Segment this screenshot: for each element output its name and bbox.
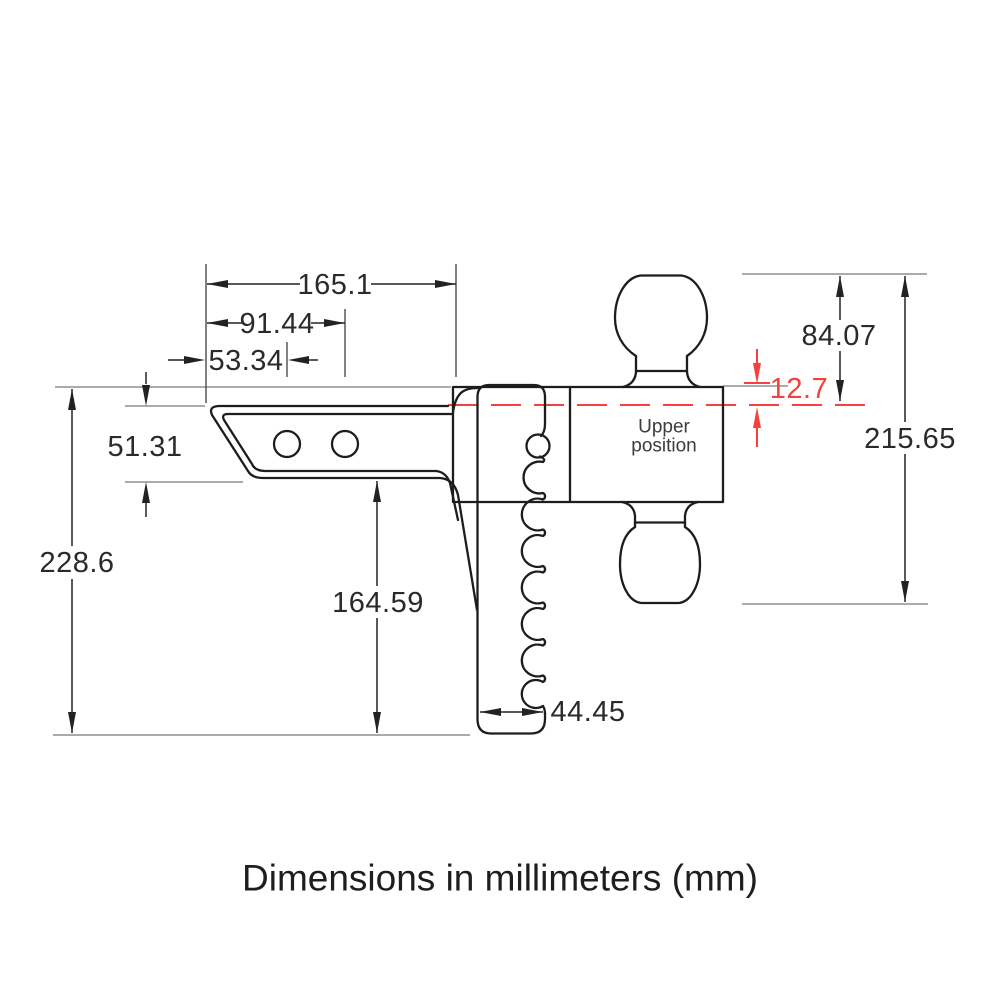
- bottom-ball: [618, 525, 702, 605]
- arrow-overall-bottom: [68, 712, 76, 733]
- hitch-part-outlines: [209, 274, 725, 735]
- label-shank-width: 44.45: [550, 696, 625, 728]
- label-arm-height: 51.31: [107, 431, 182, 463]
- label-backgrounds: [45, 271, 951, 618]
- arrow-drop-top: [373, 481, 381, 502]
- arrow-hole-near-right: [288, 356, 309, 364]
- label-ref-offset: 12.7: [770, 373, 828, 405]
- arrow-arm-height-bottom: [142, 482, 150, 503]
- bg-overall-height: [45, 546, 109, 579]
- bg-ball-to-ref: [806, 320, 873, 351]
- pin-hole-far: [330, 429, 360, 459]
- label-arm-length: 165.1: [297, 269, 372, 301]
- bottom-ball-flare-left: [620, 500, 637, 529]
- extension-lines: [53, 264, 928, 736]
- serrated-edge: [520, 455, 547, 716]
- arrow-overall-top: [68, 389, 76, 410]
- dimension-lines: [68, 276, 909, 733]
- label-hole-near: 53.34: [208, 345, 283, 377]
- ref-offset-upper-arrow: [753, 363, 761, 384]
- shank-bottom: [476, 711, 547, 735]
- top-ball: [613, 274, 709, 358]
- arrow-ball-ref-bottom: [836, 380, 844, 401]
- head-block-fillet: [451, 386, 480, 414]
- ref-offset-lower-arrow: [753, 407, 761, 428]
- arrow-shank-right: [522, 708, 543, 716]
- arrow-ball-span-bottom: [901, 581, 909, 602]
- pin-hole-near: [272, 429, 302, 459]
- dimension-labels: 165.1 91.44 53.34 51.31 228.6 164.59 44.…: [39, 269, 955, 728]
- label-ball-span: 215.65: [864, 423, 956, 455]
- top-ball-flare-right: [685, 354, 702, 389]
- arrow-arm-length-left: [207, 280, 228, 288]
- arrow-drop-bottom: [373, 712, 381, 733]
- head-block: [451, 385, 725, 504]
- bg-ball-span: [868, 422, 951, 454]
- arrow-hole-far-right: [324, 319, 345, 327]
- arrow-arm-height-top: [142, 385, 150, 406]
- arrow-hole-far-left: [207, 319, 228, 327]
- shank-top: [476, 383, 547, 399]
- label-overall-height: 228.6: [39, 547, 114, 579]
- bottom-ball-flare-right: [683, 500, 700, 529]
- bg-arm-length: [300, 271, 371, 297]
- label-hole-far: 91.44: [239, 308, 314, 340]
- upper-position-reference: [448, 349, 877, 447]
- shank-right-edge-top: [539, 395, 547, 438]
- arrow-ball-ref-top: [836, 276, 844, 297]
- label-upper-position-2: position: [631, 436, 697, 457]
- label-upper-position-1: Upper: [638, 417, 690, 438]
- label-drop-length: 164.59: [332, 587, 424, 619]
- bg-hole-far: [244, 310, 311, 336]
- arrow-ball-span-top: [901, 276, 909, 297]
- arrow-shank-left: [480, 708, 501, 716]
- caption: Dimensions in millimeters (mm): [242, 858, 758, 899]
- bg-drop-length: [337, 586, 419, 618]
- adjustment-hole: [525, 433, 551, 459]
- arm-inner-outline: [221, 412, 460, 522]
- top-ball-flare-left: [621, 354, 638, 389]
- label-ball-to-ref: 84.07: [801, 320, 876, 352]
- arrow-arm-length-right: [435, 280, 456, 288]
- arm-outer-outline: [209, 404, 479, 612]
- arrow-hole-near-left: [184, 356, 205, 364]
